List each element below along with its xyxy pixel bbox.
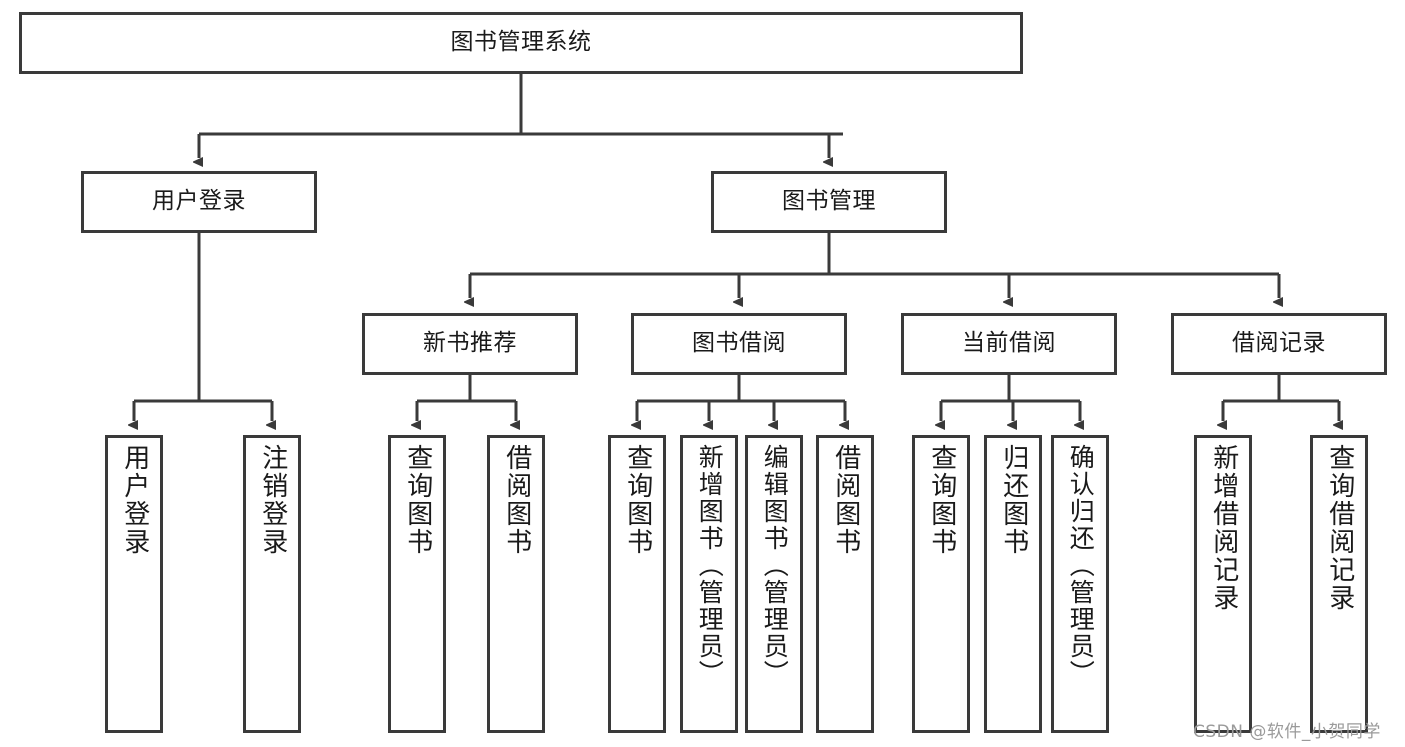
node-leaf-query-book-1[interactable]: 查询图书 [388,435,446,733]
node-leaf-query-book-2-label: 查询图书 [622,444,653,556]
node-leaf-return-book-label: 归还图书 [998,444,1029,556]
node-book-borrow-label: 图书借阅 [692,330,786,357]
node-leaf-borrow-book-2[interactable]: 借阅图书 [816,435,874,733]
node-leaf-add-book-label: 新增图书（管理员） [695,444,725,687]
node-leaf-query-book-3-label: 查询图书 [926,444,957,556]
node-book-manage[interactable]: 图书管理 [711,171,947,233]
node-book-manage-label: 图书管理 [782,188,876,215]
node-leaf-borrow-book-2-label: 借阅图书 [830,444,861,556]
node-leaf-query-book-1-label: 查询图书 [402,444,433,556]
node-current-borrow-label: 当前借阅 [962,330,1056,357]
node-leaf-user-logout-label: 注销登录 [257,444,288,556]
node-borrow-record-label: 借阅记录 [1232,330,1326,357]
node-leaf-user-login[interactable]: 用户登录 [105,435,163,733]
node-leaf-query-record-label: 查询借阅记录 [1324,444,1355,612]
node-leaf-add-book[interactable]: 新增图书（管理员） [680,435,738,733]
node-root[interactable]: 图书管理系统 [19,12,1023,74]
node-leaf-edit-book-label: 编辑图书（管理员） [760,444,790,687]
node-leaf-user-login-label: 用户登录 [119,444,150,556]
node-leaf-query-book-3[interactable]: 查询图书 [912,435,970,733]
node-leaf-edit-book[interactable]: 编辑图书（管理员） [745,435,803,733]
node-leaf-user-logout[interactable]: 注销登录 [243,435,301,733]
csdn-watermark: CSDN @软件_小贺同学 [1193,722,1381,742]
node-leaf-add-record-label: 新增借阅记录 [1208,444,1239,612]
node-leaf-return-book[interactable]: 归还图书 [984,435,1042,733]
node-root-label: 图书管理系统 [450,29,592,56]
node-leaf-add-record[interactable]: 新增借阅记录 [1194,435,1252,733]
node-user-login-label: 用户登录 [152,188,246,215]
node-current-borrow[interactable]: 当前借阅 [901,313,1117,375]
node-new-book-recommend-label: 新书推荐 [423,330,517,357]
node-leaf-query-book-2[interactable]: 查询图书 [608,435,666,733]
node-leaf-query-record[interactable]: 查询借阅记录 [1310,435,1368,733]
node-leaf-borrow-book-1[interactable]: 借阅图书 [487,435,545,733]
node-new-book-recommend[interactable]: 新书推荐 [362,313,578,375]
node-book-borrow[interactable]: 图书借阅 [631,313,847,375]
node-borrow-record[interactable]: 借阅记录 [1171,313,1387,375]
node-user-login[interactable]: 用户登录 [81,171,317,233]
node-leaf-confirm-return-label: 确认归还（管理员） [1066,444,1096,687]
node-leaf-confirm-return[interactable]: 确认归还（管理员） [1051,435,1109,733]
node-leaf-borrow-book-1-label: 借阅图书 [501,444,532,556]
